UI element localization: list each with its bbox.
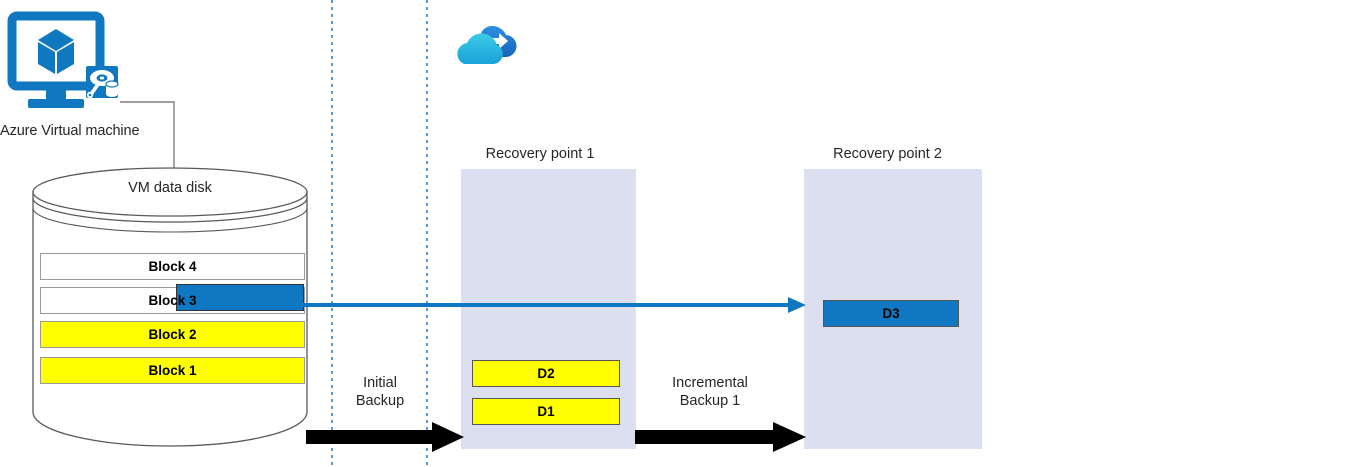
block-row-block-2 (40, 321, 305, 348)
guide-line-left (331, 0, 333, 467)
block-label-1: Block 1 (148, 363, 197, 378)
initial-backup-label-line2: Backup (355, 393, 405, 409)
recovery-point-2-item-d3: D3 (823, 300, 959, 327)
recovery-point-1-title: Recovery point 1 (485, 146, 595, 162)
block-label-4: Block 4 (148, 259, 197, 274)
guide-line-right (426, 0, 428, 467)
managed-disk-icon (86, 66, 119, 99)
block-label-3: Block 3 (148, 293, 197, 308)
recovery-point-2-title: Recovery point 2 (833, 146, 942, 162)
azure-virtual-machine-icon (7, 11, 130, 118)
initial-backup-arrow (306, 420, 466, 454)
block-3-changed-segment (176, 284, 304, 311)
vm-data-disk-label: VM data disk (128, 180, 212, 196)
incremental-backup-1-label-line1: Incremental (672, 375, 748, 391)
recovery-point-1-item-d1: D1 (472, 398, 620, 425)
incremental-backup-1-label: Incremental Backup 1 (648, 374, 772, 410)
disk-to-cylinder-connector (120, 98, 178, 184)
block-label-2: Block 2 (148, 327, 197, 342)
recovery-point-1-item-d2: D2 (472, 360, 620, 387)
block-row-block-1 (40, 357, 305, 384)
initial-backup-label-line1: Initial (363, 375, 397, 391)
incremental-backup-1-arrow (635, 420, 807, 454)
initial-backup-label: Initial Backup (330, 374, 430, 410)
backup-vault-cloud-icon (452, 8, 524, 80)
block-row-block-4 (40, 253, 305, 280)
incremental-backup-1-label-line2: Backup 1 (679, 393, 741, 409)
azure-virtual-machine-label: Azure Virtual machine (0, 123, 140, 139)
changed-block-transfer-arrow (300, 296, 810, 316)
